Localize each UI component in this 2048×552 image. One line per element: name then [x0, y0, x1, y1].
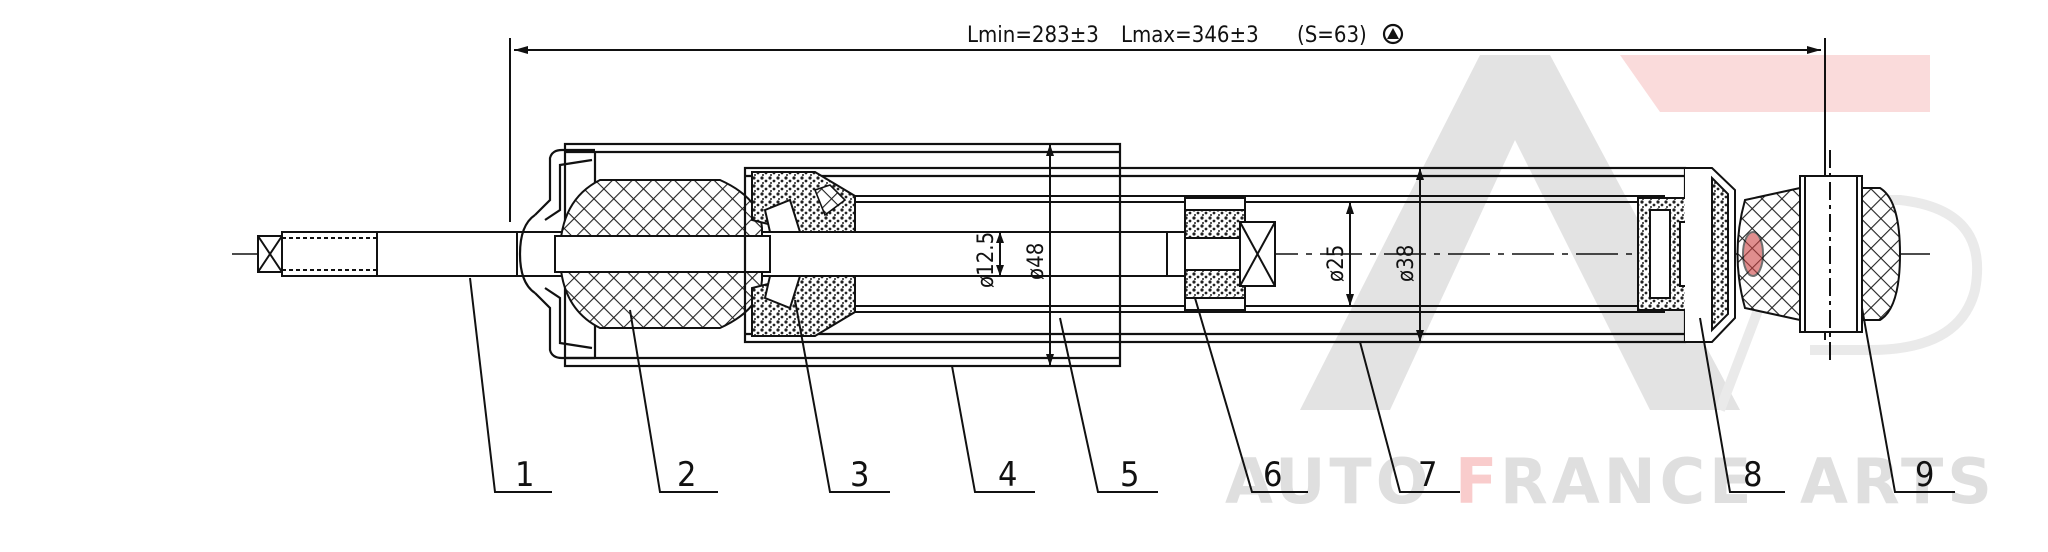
watermark-text-f: F — [1455, 445, 1501, 518]
lmin-label: Lmin=283±3 — [967, 23, 1099, 48]
rod-guide-seal — [751, 171, 856, 337]
base-valve — [1637, 167, 1736, 343]
inner-tube-diameter-label: ø25 — [1324, 245, 1349, 282]
callout-5: 5 — [1120, 455, 1139, 495]
body-tube-diameter-label: ø38 — [1394, 245, 1419, 282]
lmax-label: Lmax=346±3 — [1121, 23, 1259, 48]
callout-leaders — [469, 277, 1955, 493]
watermark: AUTO F RANCE ARTS — [1225, 55, 1996, 518]
rod-diameter-label: ø12.5 — [974, 232, 999, 288]
piston-assembly — [1166, 197, 1276, 311]
callout-6: 6 — [1263, 455, 1282, 495]
watermark-logo-p — [1715, 195, 1983, 412]
circle-triangle-icon — [1382, 23, 1404, 45]
top-mount-cap — [518, 148, 595, 360]
callout-4: 4 — [998, 455, 1017, 495]
watermark-text-arts: ARTS — [1800, 445, 1996, 518]
watermark-text-auto: AUTO — [1225, 445, 1432, 518]
dust-cover-diameter-label: ø48 — [1024, 243, 1049, 280]
callout-7: 7 — [1418, 455, 1437, 495]
bottom-eye-bushing — [1736, 150, 1902, 360]
callout-8: 8 — [1743, 455, 1762, 495]
callout-1: 1 — [515, 455, 534, 495]
watermark-logo-red-bar — [1620, 55, 1930, 112]
watermark-logo-grey-a — [1300, 55, 1740, 410]
callout-9: 9 — [1915, 455, 1934, 495]
inner-pressure-tube — [855, 195, 1665, 313]
stroke-label: (S=63) — [1297, 23, 1367, 48]
body-tube — [743, 166, 1687, 344]
callout-2: 2 — [677, 455, 696, 495]
bump-stop-rod-gap — [554, 235, 771, 273]
callout-3: 3 — [850, 455, 869, 495]
diameter-dimensions — [996, 144, 1424, 366]
watermark-text-rance: RANCE — [1500, 445, 1755, 518]
